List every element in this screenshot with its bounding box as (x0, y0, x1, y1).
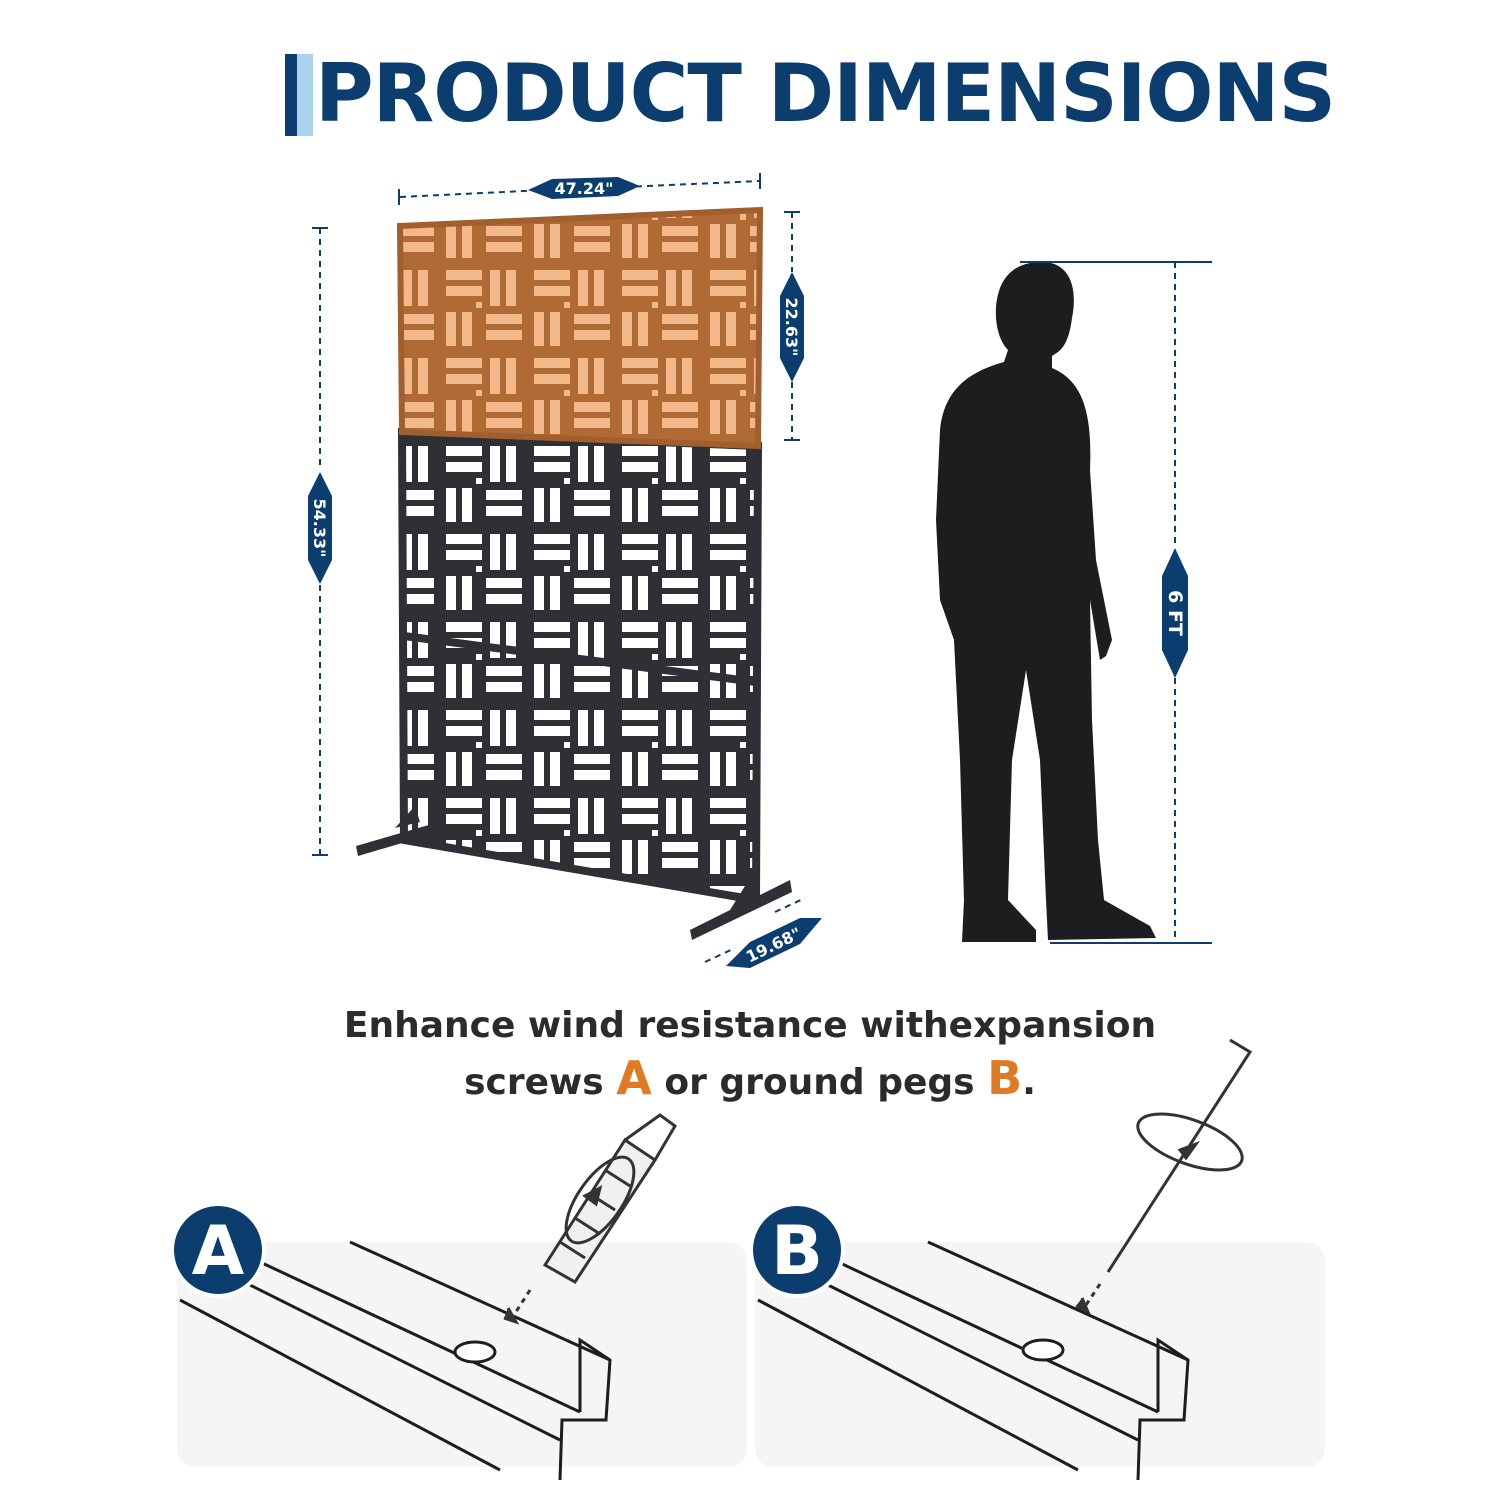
screen-foot-left (356, 806, 446, 856)
caption-line-2: screws A or ground pegs B. (250, 1052, 1250, 1109)
width-dimension: 47.24" (398, 173, 761, 205)
person-height-dimension: 6 FT (1020, 261, 1212, 944)
page-title: PRODUCT DIMENSIONS (315, 47, 1336, 140)
screen-panel-copper (396, 206, 764, 450)
privacy-screen (356, 206, 792, 940)
caption-text: or ground pegs (651, 1062, 988, 1103)
detail-a-badge: A (192, 1212, 245, 1291)
caption-line-1: Enhance wind resistance withexpansion (343, 1005, 1157, 1046)
title-group: PRODUCT DIMENSIONS (285, 48, 1336, 140)
caption-label-a: A (616, 1051, 652, 1105)
expansion-screw-icon (503, 1113, 677, 1325)
person-height-label: 6 FT (1164, 590, 1186, 636)
title-accent-bar-light (297, 54, 313, 136)
screen-panel-dark (397, 427, 763, 905)
caption-label-b: B (987, 1051, 1023, 1105)
width-label: 47.24" (555, 179, 614, 198)
title-accent-bar (285, 54, 297, 136)
detail-b-panel: B (749, 1038, 1325, 1481)
panel-height-label: 22.63" (782, 298, 801, 357)
panel-height-dimension: 22.63" (780, 211, 804, 441)
caption-text: screws (464, 1062, 617, 1103)
person-silhouette (936, 262, 1156, 942)
ground-peg-icon (1075, 1038, 1253, 1316)
base-depth-dimension: 19.68" (704, 897, 822, 968)
total-height-dimension: 54.33" (308, 227, 332, 856)
screw-hole-b (1021, 1338, 1065, 1362)
base-depth-label: 19.68" (743, 924, 804, 967)
detail-a-panel: A (170, 1113, 747, 1481)
installation-caption: Enhance wind resistance withexpansion sc… (250, 1000, 1250, 1109)
caption-text: . (1022, 1062, 1036, 1103)
total-height-label: 54.33" (310, 499, 329, 558)
screw-hole-a (453, 1340, 497, 1364)
screen-foot-right (690, 878, 792, 940)
detail-b-badge: B (771, 1212, 823, 1291)
